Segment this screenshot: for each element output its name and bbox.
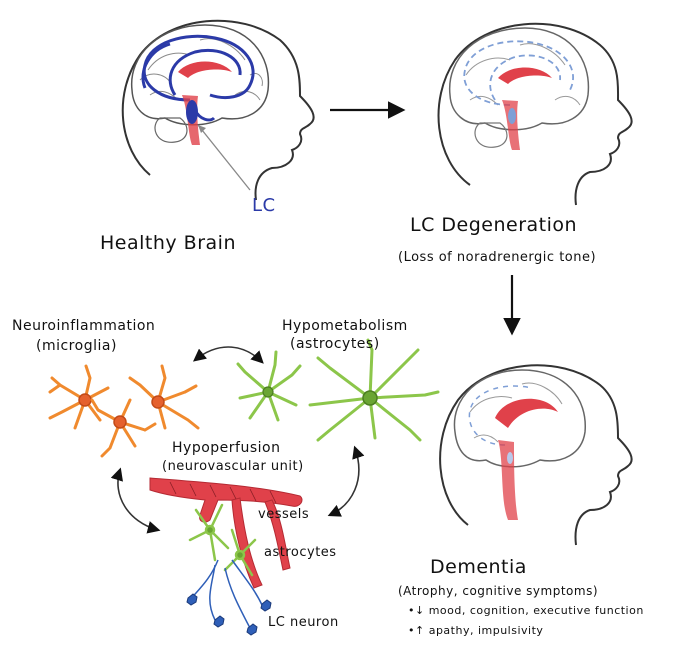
microglia-cell-3 [128,364,200,430]
dementia-brain-illustration [439,364,633,546]
loss-of-tone-label: (Loss of noradrenergic tone) [398,250,597,265]
astrocytes-label: astrocytes [264,545,337,560]
lc-neurons [186,593,272,636]
healthy-head-outline [121,19,315,201]
blood-vessel-main [149,477,303,523]
microglia-cell-2 [90,398,157,458]
lc-pointer-line [197,124,251,191]
degeneration-lc-projections [463,40,574,106]
arrow-metabolism-perfusion [327,445,365,517]
lc-neuron-3 [260,599,272,612]
dementia-lc-nucleus [507,452,513,464]
dementia-brainstem [498,440,518,520]
degeneration-head-outline [437,22,633,206]
astrocyte-cell-1 [236,350,302,422]
lc-degeneration-brain-illustration [437,22,633,206]
neurovascular-unit [149,477,303,636]
lc-degeneration-label: LC Degeneration [410,214,578,236]
atrophy-label: (Atrophy, cognitive symptoms) [398,584,599,598]
dementia-label: Dementia [430,556,527,578]
lc-pointer-label: LC [252,195,276,216]
hypometabolism-astrocytes [236,338,440,442]
microglia-label: (microglia) [36,338,117,354]
microglia-cells [48,364,200,458]
blood-vessel-branch [231,497,263,589]
neuroinflammation-label: Neuroinflammation [12,318,156,334]
degeneration-corpus-callosum [498,67,552,84]
degeneration-lc-nucleus [508,108,516,124]
lc-neuron-1 [213,615,225,628]
dementia-atrophied-gyri [469,382,563,443]
healthy-brain-illustration [121,19,315,201]
vessel-crosshatch [169,481,277,504]
dementia-head-outline [439,364,633,546]
healthy-corpus-callosum [178,61,232,78]
neurovascular-unit-label: (neurovascular unit) [162,459,304,474]
blood-vessel-branch-2 [264,499,291,571]
perivascular-astrocytes [188,503,257,577]
healthy-cerebellum [154,117,188,143]
symptom-decrease-bullet: •↓ mood, cognition, executive function [408,604,644,617]
dementia-brain-outline [453,369,586,468]
arrow-inflammation-metabolism [193,346,264,364]
arrow-inflammation-perfusion [110,467,161,534]
lc-neuron-4 [186,593,198,606]
hypoperfusion-label: Hypoperfusion [172,440,281,456]
vessels-label: vessels [258,507,310,522]
healthy-brain-label: Healthy Brain [100,232,236,254]
microglia-cell-1 [48,364,110,430]
dementia-lc-projections [468,385,533,446]
lc-neuron-2 [246,623,258,636]
astrocytes-paren-label: (astrocytes) [290,336,380,352]
hypometabolism-label: Hypometabolism [282,318,408,334]
lc-neuron-label: LC neuron [268,615,339,630]
symptom-increase-bullet: •↑ apathy, impulsivity [408,624,544,637]
healthy-lc-projections [141,34,255,122]
dementia-enlarged-ventricle [495,398,558,428]
astrocyte-cell-2 [308,338,440,442]
healthy-lc-nucleus [186,100,198,124]
